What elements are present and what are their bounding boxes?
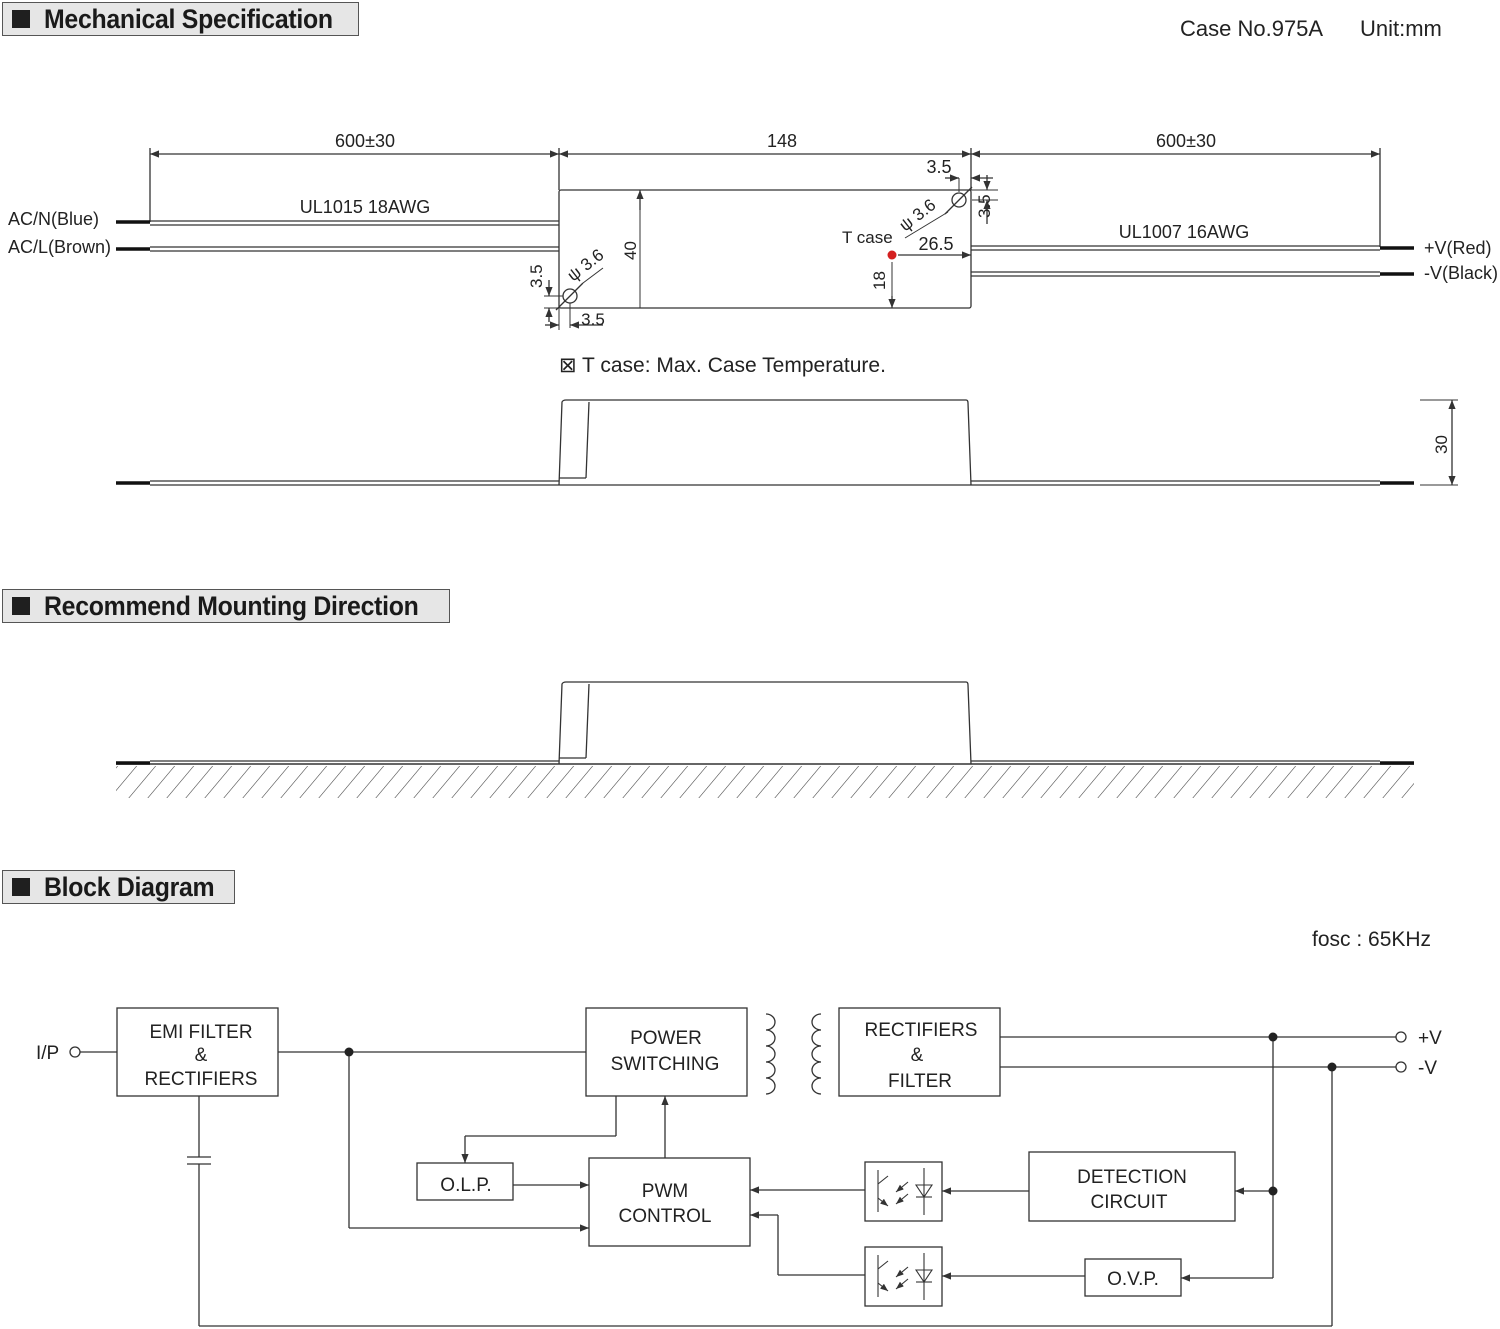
dim-3-5-right: 3.5 (975, 194, 994, 218)
tcase-label: T case (842, 228, 893, 247)
olp-label: O.L.P. (440, 1175, 491, 1196)
wire-left-label: UL1015 18AWG (300, 197, 430, 217)
height-30-label: 30 (1432, 435, 1451, 454)
wire-right-label: UL1007 16AWG (1119, 222, 1249, 242)
power-switching-box (585, 1007, 748, 1097)
out-minus-label: -V (1418, 1058, 1437, 1079)
emi-label-2: & (195, 1045, 208, 1066)
rect-label-2: & (911, 1045, 924, 1066)
optocoupler-upper (864, 1161, 943, 1222)
section-title: Block Diagram (44, 871, 215, 902)
dim-mid-label: 148 (767, 131, 797, 151)
dim-3-5-left: 3.5 (527, 264, 546, 288)
ground-hatch (116, 766, 1414, 798)
section-header-mounting: Recommend Mounting Direction (2, 589, 450, 623)
rectifiers-filter-box (838, 1007, 1001, 1097)
det-label-1: DETECTION (1077, 1167, 1187, 1188)
ac-n-label: AC/N(Blue) (8, 209, 99, 229)
dim-left-label: 600±30 (335, 131, 395, 151)
emi-label-3: RECTIFIERS (145, 1069, 258, 1090)
pwm-control-box (588, 1157, 751, 1247)
height-40-label: 40 (621, 241, 640, 260)
dim-18: 18 (870, 271, 889, 290)
dim-3-5-bottom: 3.5 (581, 310, 605, 329)
power-label-1: POWER (630, 1028, 702, 1049)
dim-right-label: 600±30 (1156, 131, 1216, 151)
block-diagram (69, 1007, 1407, 1327)
rect-label-3: FILTER (888, 1071, 952, 1092)
case-outline (558, 189, 972, 309)
square-bullet-icon (12, 597, 30, 615)
dim-3-5-top: 3.5 (926, 157, 951, 177)
square-bullet-icon (12, 878, 30, 896)
optocoupler-icon (877, 1253, 934, 1300)
emi-label-1: EMI FILTER (149, 1022, 252, 1043)
tcase-dot (887, 250, 897, 260)
ac-l-label: AC/L(Brown) (8, 237, 111, 257)
dim-26-5: 26.5 (918, 234, 953, 254)
case-number: Case No.975A (1180, 16, 1324, 41)
pwm-label-1: PWM (642, 1181, 688, 1202)
mounting-view (116, 681, 1414, 765)
rect-label-1: RECTIFIERS (865, 1020, 978, 1041)
mechanical-side-view (116, 399, 1458, 486)
power-label-2: SWITCHING (611, 1054, 720, 1075)
section-title: Recommend Mounting Direction (44, 590, 419, 621)
detection-circuit-box (1028, 1151, 1236, 1222)
out-plus-label: +V (1418, 1028, 1442, 1049)
pwm-label-2: CONTROL (619, 1206, 712, 1227)
tcase-note: ⊠ T case: Max. Case Temperature. (559, 354, 886, 377)
square-bullet-icon (12, 10, 30, 28)
section-header-mechanical: Mechanical Specification (2, 2, 359, 36)
fosc-label: fosc : 65KHz (1312, 928, 1431, 951)
optocoupler-lower (864, 1246, 943, 1307)
optocoupler-icon (877, 1168, 934, 1215)
ip-label: I/P (36, 1043, 59, 1064)
det-label-2: CIRCUIT (1090, 1192, 1167, 1213)
unit-label: Unit:mm (1360, 16, 1442, 41)
v-minus-label: -V(Black) (1424, 263, 1498, 283)
hole-right-label: ψ 3.6 (896, 195, 940, 235)
section-title: Mechanical Specification (44, 3, 333, 34)
ovp-label: O.V.P. (1107, 1269, 1159, 1290)
section-header-block: Block Diagram (2, 870, 235, 904)
hole-left-label: ψ 3.6 (564, 245, 608, 285)
mechanical-top-view (116, 148, 1414, 330)
v-plus-label: +V(Red) (1424, 238, 1492, 258)
